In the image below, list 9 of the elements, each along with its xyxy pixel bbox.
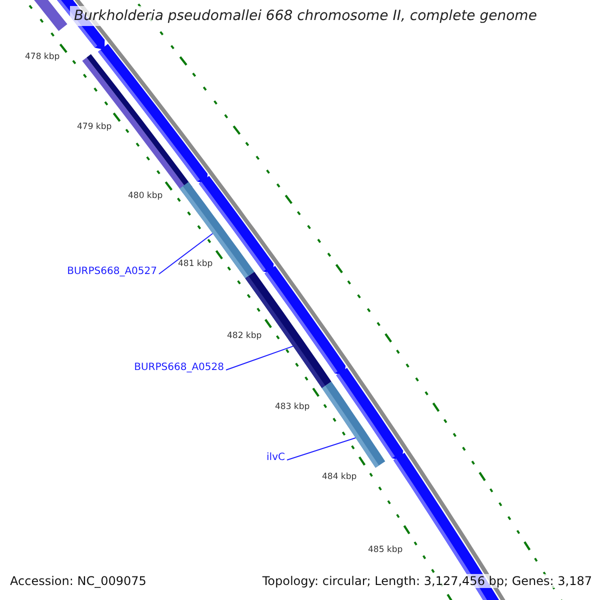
tick-label: 480 kbp [128,191,163,201]
tick-label: 479 kbp [77,122,112,132]
footer-text: Accession: NC_009075 [10,574,146,588]
tick-label: 485 kbp [368,545,403,555]
tick-label: 482 kbp [227,331,262,341]
tick-label: 481 kbp [178,259,213,269]
tick-label: 483 kbp [275,402,310,412]
tick-label: 478 kbp [25,52,60,62]
footer-text: Topology: circular; Length: 3,127,456 bp; Genes: 3,187 [262,574,592,588]
